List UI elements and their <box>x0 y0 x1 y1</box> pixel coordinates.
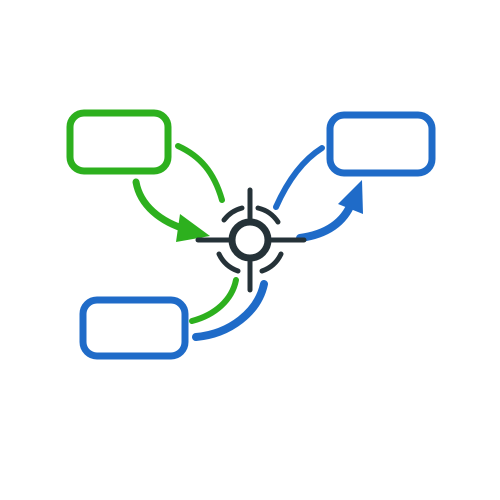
connector-blue-upper <box>273 145 325 210</box>
node-bottom-left <box>79 296 189 360</box>
crosshair-target-icon <box>195 187 307 293</box>
connector-blue-lower <box>192 280 268 341</box>
connector-green-upper <box>175 143 225 203</box>
arrow-head-green-icon <box>176 214 210 242</box>
node-top-left <box>66 109 172 175</box>
connector-blue-arrow <box>296 198 356 242</box>
arrow-head-blue-icon <box>338 180 363 214</box>
node-top-right <box>326 111 436 177</box>
connector-green-lower <box>189 277 239 324</box>
